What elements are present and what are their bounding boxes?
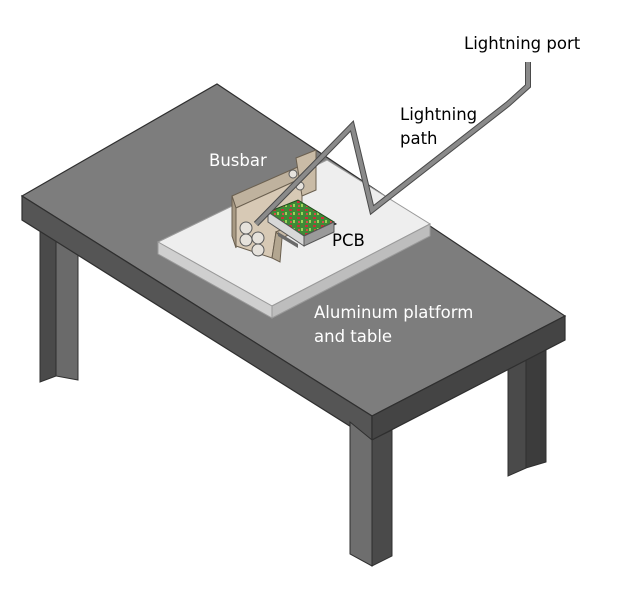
table-leg-front-left xyxy=(349,420,393,567)
lightning-path-label-line2: path xyxy=(400,129,438,148)
busbar-bolts xyxy=(239,169,305,257)
busbar-label: Busbar xyxy=(209,151,267,170)
lightning-path-label-line1: Lightning xyxy=(400,105,478,124)
table-edge-right xyxy=(371,315,566,441)
lightning-path-rod xyxy=(253,62,531,227)
table-leg-back-left xyxy=(39,221,79,383)
pcb xyxy=(266,199,338,248)
platform-label-line2: and table xyxy=(314,327,393,346)
pcb-label: PCB xyxy=(332,231,365,250)
platform-label-line1: Aluminum platform xyxy=(314,303,474,322)
lightning-port-label: Lightning port xyxy=(464,34,581,53)
